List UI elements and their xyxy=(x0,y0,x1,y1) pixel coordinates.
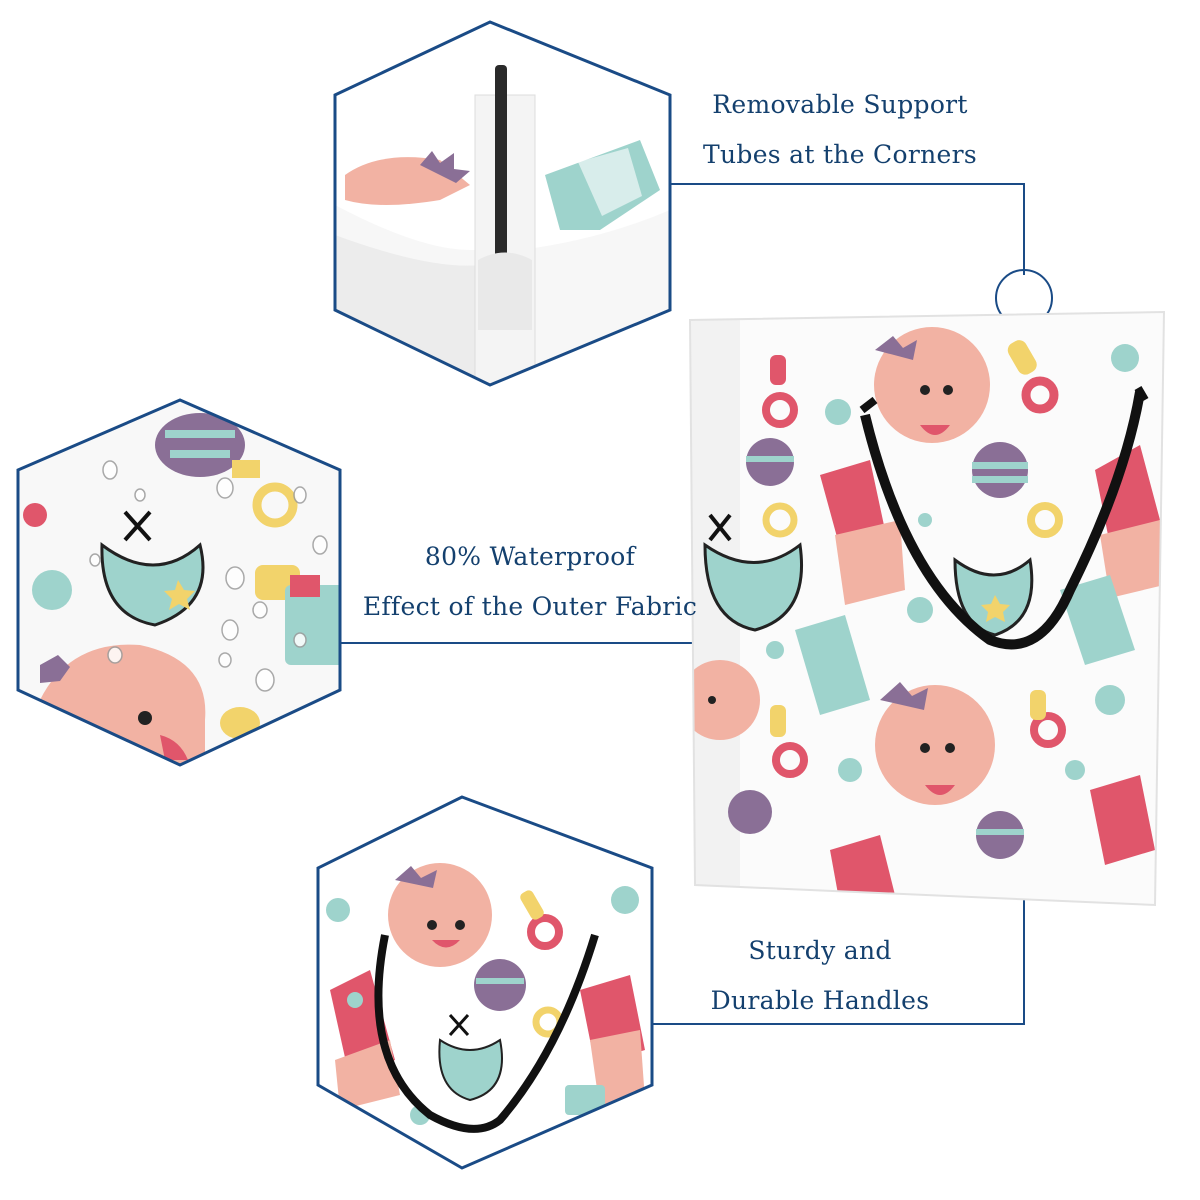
callout-support-tubes-line2: Tubes at the Corners xyxy=(703,140,977,169)
callout-waterproof-line1: 80% Waterproof xyxy=(424,542,636,571)
callout-handles-line2: Durable Handles xyxy=(710,986,930,1015)
waterproof-fabric-detail xyxy=(16,398,342,767)
connector-tubes xyxy=(670,183,1025,275)
callout-waterproof-line2: Effect of the Outer Fabric xyxy=(362,592,698,621)
support-tube-detail xyxy=(333,20,672,387)
callout-handles: Sturdy and Durable Handles xyxy=(690,926,950,1026)
callout-handles-line1: Sturdy and xyxy=(748,936,892,965)
callout-support-tubes-line1: Removable Support xyxy=(712,90,968,119)
callout-waterproof: 80% Waterproof Effect of the Outer Fabri… xyxy=(355,532,705,632)
laundry-hamper xyxy=(688,310,1166,907)
callout-support-tubes: Removable Support Tubes at the Corners xyxy=(690,80,990,180)
handle-detail xyxy=(316,795,654,1170)
